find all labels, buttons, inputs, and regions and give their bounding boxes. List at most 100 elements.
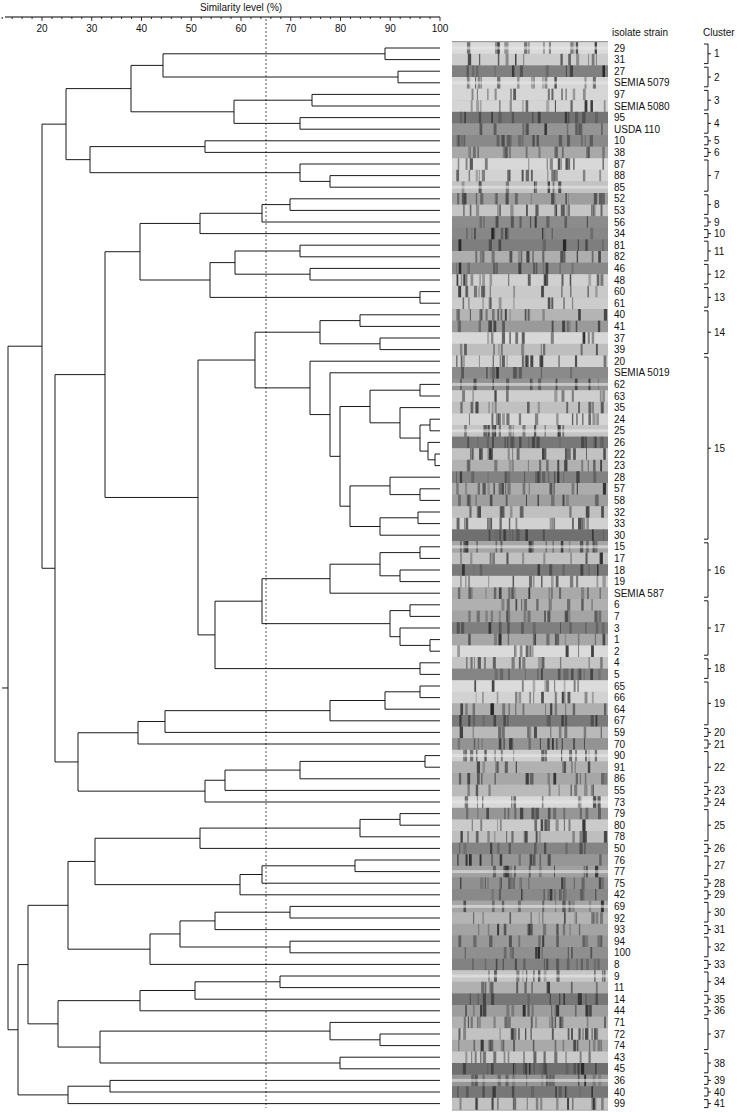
band xyxy=(600,553,602,565)
band xyxy=(539,460,541,472)
band xyxy=(585,1005,588,1017)
band xyxy=(459,1098,461,1110)
band xyxy=(529,692,531,704)
band xyxy=(512,460,514,472)
band xyxy=(503,715,506,727)
band xyxy=(513,1063,514,1075)
branch xyxy=(290,941,440,942)
branch xyxy=(425,755,440,756)
band xyxy=(506,147,508,159)
band xyxy=(569,506,571,518)
gel-lane xyxy=(452,1098,608,1110)
cluster-bracket xyxy=(704,230,711,238)
band xyxy=(512,448,514,460)
lane-gap xyxy=(452,47,608,50)
band xyxy=(497,924,499,936)
band xyxy=(594,611,597,623)
lane-ground xyxy=(452,889,608,901)
branch xyxy=(400,645,430,646)
band xyxy=(538,402,540,414)
branch xyxy=(355,871,440,872)
band xyxy=(495,193,498,205)
gel-lane xyxy=(452,587,608,599)
cluster-bracket xyxy=(704,543,711,597)
band xyxy=(494,65,496,77)
band xyxy=(587,587,589,599)
band xyxy=(568,54,571,66)
branch xyxy=(200,213,262,214)
band xyxy=(493,263,495,275)
band xyxy=(539,831,541,843)
band xyxy=(548,854,551,866)
band xyxy=(509,529,511,541)
band xyxy=(555,1086,556,1098)
lane-ground xyxy=(452,924,608,936)
gel-lane xyxy=(452,332,608,344)
band xyxy=(526,773,529,785)
branch xyxy=(140,1010,440,1011)
band xyxy=(476,402,478,414)
gel-lane xyxy=(452,355,608,367)
band xyxy=(507,715,509,727)
band xyxy=(480,1005,482,1017)
cluster-bracket xyxy=(704,44,711,64)
band xyxy=(515,959,517,971)
band xyxy=(532,135,534,147)
band xyxy=(581,135,583,147)
lane-ground xyxy=(452,970,608,982)
band xyxy=(522,355,524,367)
band xyxy=(498,727,501,739)
band xyxy=(547,715,549,727)
band xyxy=(501,506,504,518)
band xyxy=(575,112,578,124)
gel-lane xyxy=(452,1040,608,1052)
branch xyxy=(380,349,440,350)
isolate-label: 92 xyxy=(614,913,625,924)
gel-lane xyxy=(452,123,608,135)
lane-ground xyxy=(452,344,608,356)
band xyxy=(549,1017,551,1029)
lane-ground xyxy=(452,715,608,727)
band xyxy=(467,437,469,449)
branch xyxy=(8,346,42,347)
band xyxy=(523,1005,526,1017)
branch xyxy=(42,124,66,125)
band xyxy=(589,1040,590,1052)
lane-ground xyxy=(452,785,608,797)
band xyxy=(602,65,605,77)
band xyxy=(496,193,498,205)
band xyxy=(522,170,524,182)
band xyxy=(578,518,581,530)
band xyxy=(466,518,468,530)
branch xyxy=(300,117,440,118)
band xyxy=(518,1028,520,1040)
branch xyxy=(330,593,440,594)
branch xyxy=(140,990,195,991)
band xyxy=(564,251,566,263)
band xyxy=(546,460,549,472)
band xyxy=(502,483,504,495)
band xyxy=(476,831,479,843)
band xyxy=(534,819,537,831)
band xyxy=(601,877,604,889)
band xyxy=(572,1098,573,1110)
cluster-bracket xyxy=(704,786,711,794)
band xyxy=(473,564,475,576)
band xyxy=(460,344,462,356)
branch xyxy=(430,419,440,420)
band xyxy=(553,193,556,205)
band xyxy=(507,483,510,495)
band xyxy=(602,147,605,159)
lane-ground xyxy=(452,518,608,530)
dendrogram-branches xyxy=(2,48,440,1104)
band xyxy=(506,611,508,623)
band xyxy=(567,692,570,704)
band xyxy=(482,274,485,286)
band xyxy=(572,413,573,425)
branch xyxy=(235,274,310,275)
band xyxy=(536,263,537,275)
band xyxy=(460,135,463,147)
band xyxy=(581,437,584,449)
lane-ground xyxy=(452,599,608,611)
band xyxy=(468,715,470,727)
